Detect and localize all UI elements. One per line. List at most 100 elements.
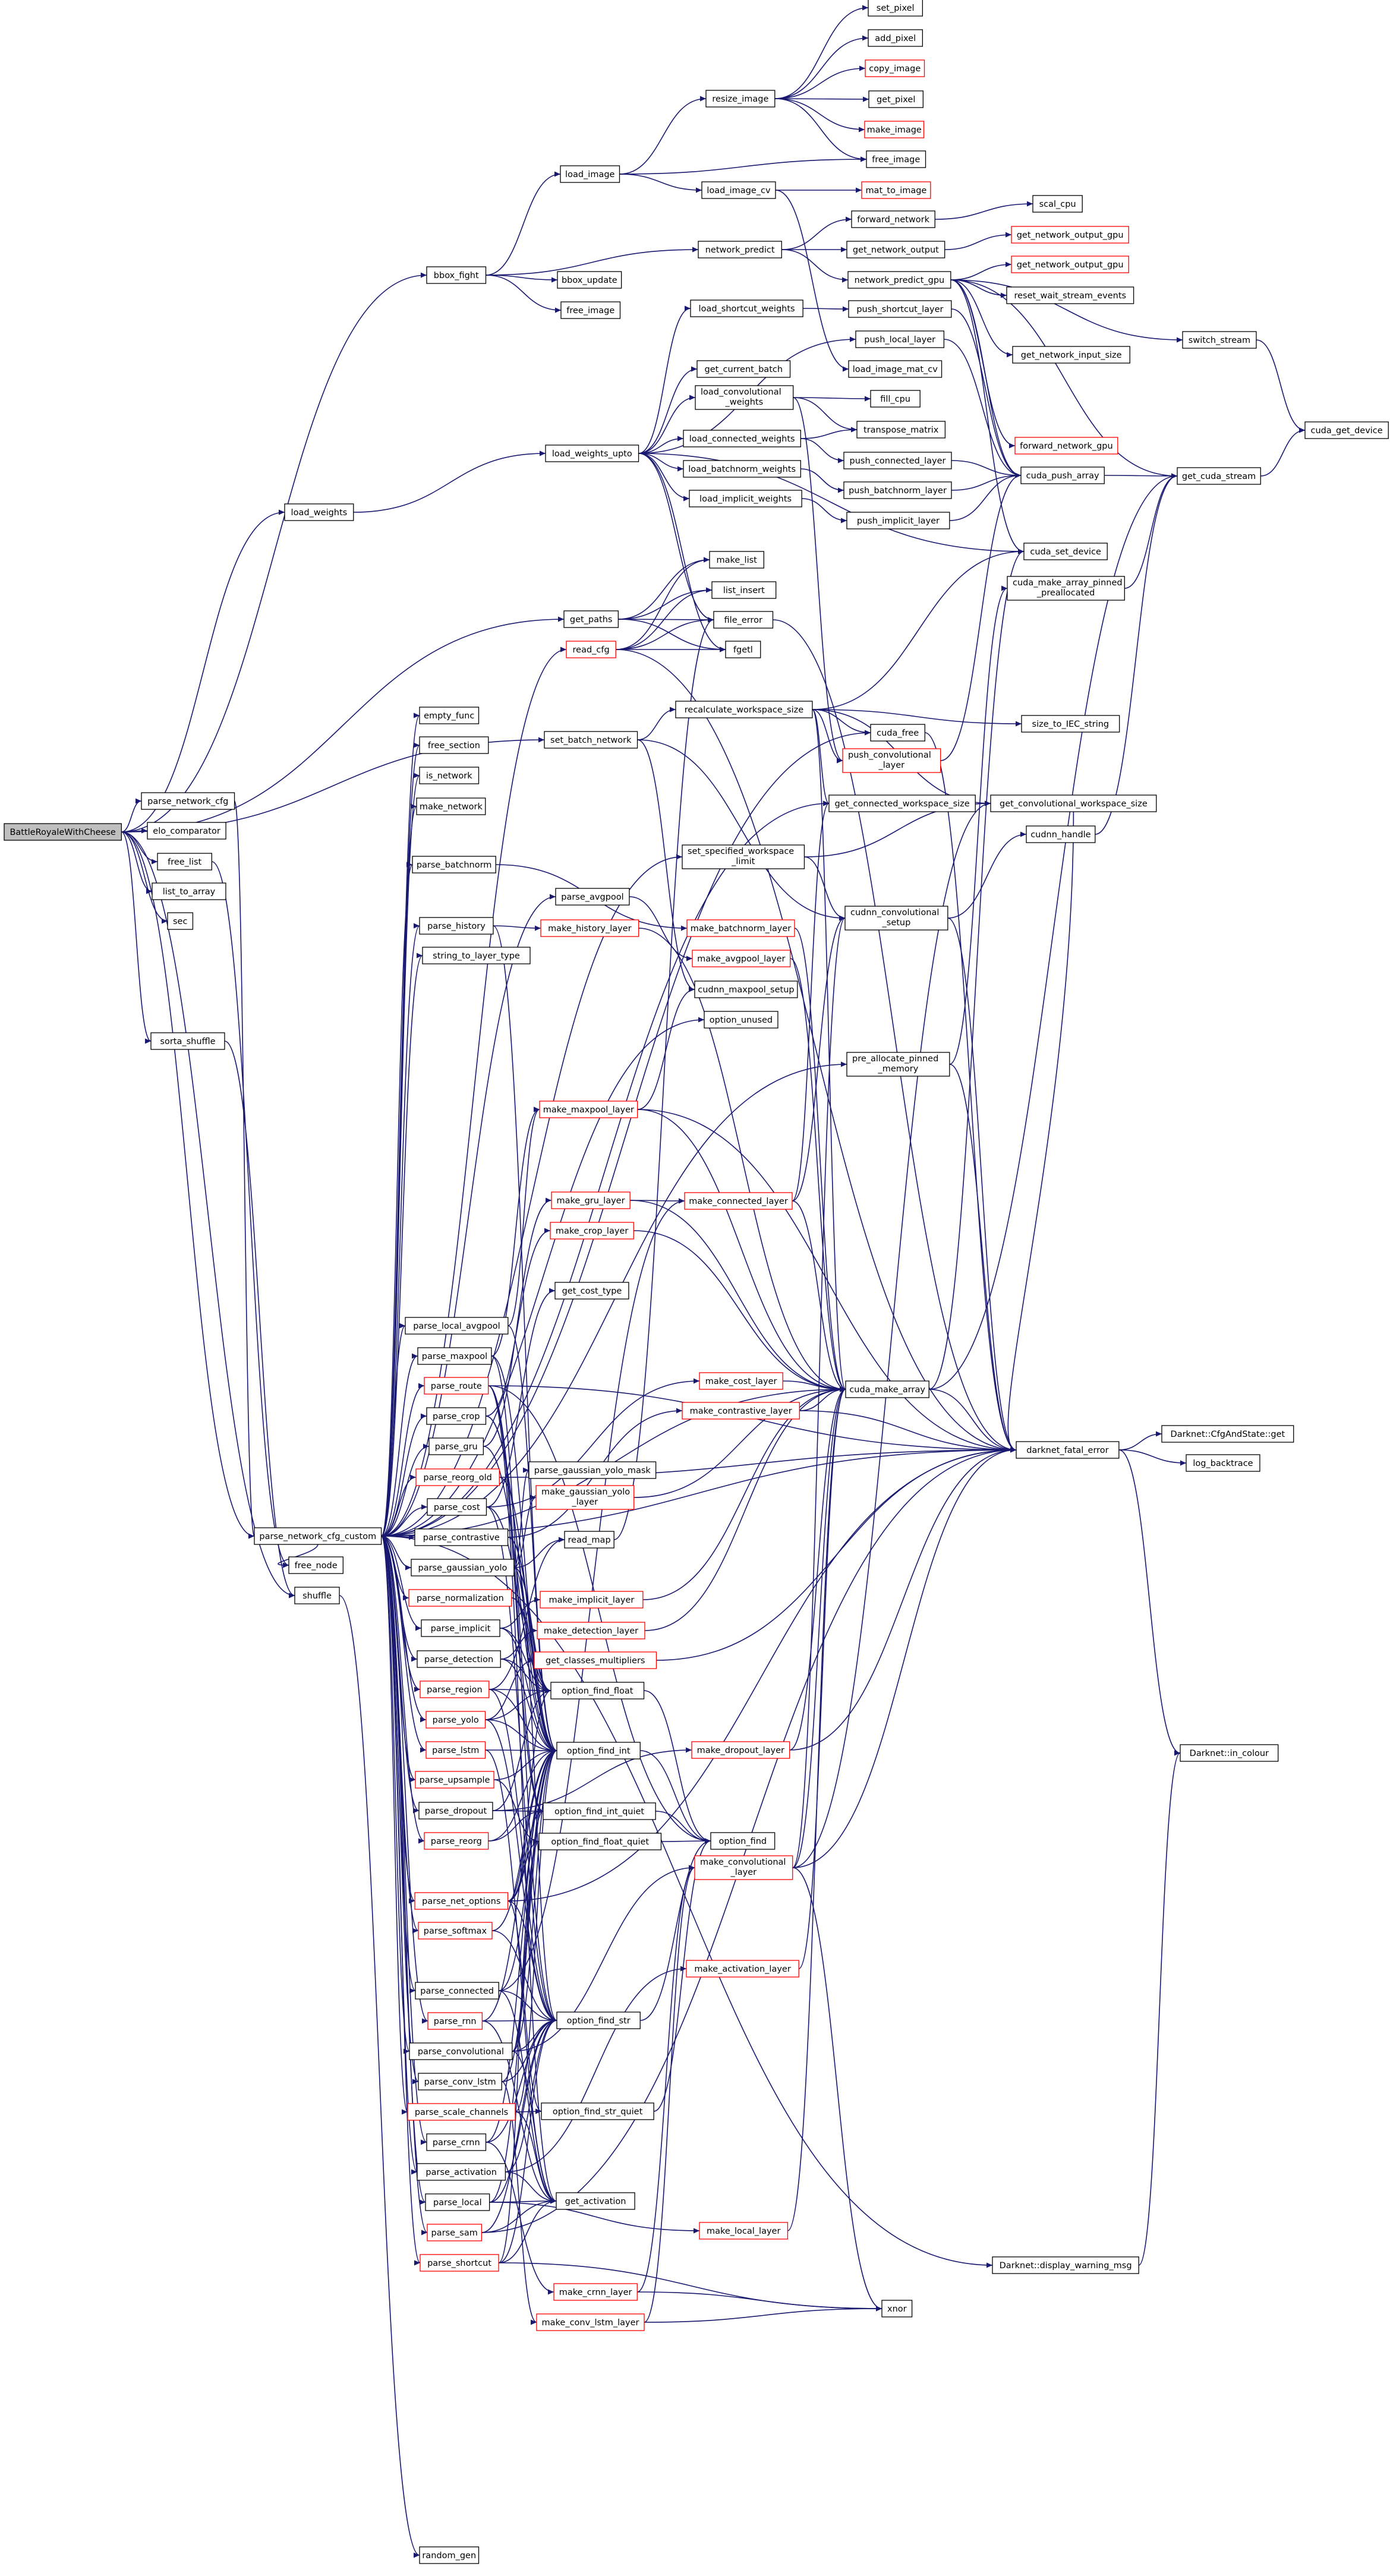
node-sec[interactable]: sec [167,912,194,930]
node-free-section[interactable]: free_section [419,736,489,754]
node-free-image-a[interactable]: free_image [560,301,621,319]
node-parse-contrastive[interactable]: parse_contrastive [414,1528,509,1546]
node-option-find-float[interactable]: option_find_float [550,1682,645,1700]
node-make-dropout-layer[interactable]: make_dropout_layer [691,1741,790,1759]
node-scal-cpu[interactable]: scal_cpu [1032,195,1083,213]
node-cuda-free[interactable]: cuda_free [870,724,925,742]
node-make-connected-layer[interactable]: make_connected_layer [684,1192,793,1210]
node-get-network-input-size[interactable]: get_network_input_size [1012,346,1130,364]
node-Darknet-CfgAndState-get[interactable]: Darknet::CfgAndState::get [1161,1425,1294,1443]
node-get-current-batch[interactable]: get_current_batch [696,360,791,378]
node-file-error[interactable]: file_error [713,611,774,629]
node-cuda-make-array[interactable]: cuda_make_array [845,1380,929,1398]
node-fgetl[interactable]: fgetl [725,641,761,658]
node-push-implicit-layer[interactable]: push_implicit_layer [846,512,950,529]
node-option-find-float-quiet[interactable]: option_find_float_quiet [538,1833,662,1850]
node-read-map[interactable]: read_map [564,1531,614,1549]
node-push-batchnorm-layer[interactable]: push_batchnorm_layer [843,481,952,499]
node-make-crop-layer[interactable]: make_crop_layer [550,1222,634,1240]
node-fill-cpu[interactable]: fill_cpu [870,390,921,408]
node-get-activation[interactable]: get_activation [556,2192,635,2210]
node-cuda-set-device[interactable]: cuda_set_device [1023,543,1108,560]
node-option-find-int[interactable]: option_find_int [556,1742,641,1760]
node-reset-wait-stream-events[interactable]: reset_wait_stream_events [1006,286,1134,304]
node-mat-to-image[interactable]: mat_to_image [861,181,931,199]
node-parse-crnn[interactable]: parse_crnn [426,2133,487,2151]
node-make-activation-layer[interactable]: make_activation_layer [686,1960,799,1978]
node-load-batchnorm-weights[interactable]: load_batchnorm_weights [683,460,801,478]
node-add-pixel[interactable]: add_pixel [868,29,923,47]
node-parse-batchnorm[interactable]: parse_batchnorm [412,856,496,874]
node-option-find-str-quiet[interactable]: option_find_str_quiet [541,2102,654,2120]
node-get-network-output[interactable]: get_network_output [846,241,945,258]
node-sorta-shuffle[interactable]: sorta_shuffle [150,1032,225,1050]
node-empty-func[interactable]: empty_func [419,707,480,724]
node-make-contrastive-layer[interactable]: make_contrastive_layer [682,1402,800,1420]
node-root[interactable]: BattleRoyaleWithCheese [4,823,122,841]
node-get-network-output-gpu-b[interactable]: get_network_output_gpu [1011,256,1129,273]
node-parse-route[interactable]: parse_route [424,1377,489,1395]
node-load-image[interactable]: load_image [560,165,620,183]
node-elo-comparator[interactable]: elo_comparator [147,822,226,840]
node-list-insert[interactable]: list_insert [711,581,777,599]
node-parse-implicit[interactable]: parse_implicit [421,1619,500,1637]
node-parse-cost[interactable]: parse_cost [427,1498,487,1516]
node-parse-local-avgpool[interactable]: parse_local_avgpool [405,1317,509,1335]
node-make-batchnorm-layer[interactable]: make_batchnorm_layer [686,919,795,937]
node-make-image[interactable]: make_image [864,121,925,138]
node-cudnn-maxpool-setup[interactable]: cudnn_maxpool_setup [694,980,798,998]
node-make-implicit-layer[interactable]: make_implicit_layer [540,1591,644,1609]
node-cuda-get-device[interactable]: cuda_get_device [1304,421,1389,439]
node-parse-dropout[interactable]: parse_dropout [418,1802,493,1820]
node-size-to-IEC-string[interactable]: size_to_IEC_string [1021,715,1120,733]
node-random-gen[interactable]: random_gen [419,2546,480,2564]
node-free-image-b[interactable]: free_image [866,150,926,168]
node-make-crnn-layer[interactable]: make_crnn_layer [553,2283,638,2301]
node-parse-convolutional[interactable]: parse_convolutional [409,2042,513,2060]
node-set-specified-workspace-limit[interactable]: set_specified_workspace_limit [682,844,805,869]
node-cuda-make-array-pinned-preallocated[interactable]: cuda_make_array_pinned_preallocated [1007,576,1125,601]
node-parse-gru[interactable]: parse_gru [428,1437,484,1455]
node-load-image-cv[interactable]: load_image_cv [701,181,776,199]
node-parse-gaussian-yolo-mask[interactable]: parse_gaussian_yolo_mask [528,1461,657,1479]
node-switch-stream[interactable]: switch_stream [1182,331,1257,349]
node-parse-sam[interactable]: parse_sam [427,2224,482,2241]
node-set-pixel[interactable]: set_pixel [868,0,923,17]
node-parse-normalization[interactable]: parse_normalization [408,1589,512,1607]
node-get-paths[interactable]: get_paths [563,610,619,628]
node-transpose-matrix[interactable]: transpose_matrix [856,421,946,439]
node-get-connected-workspace-size[interactable]: get_connected_workspace_size [828,794,976,812]
node-read-cfg[interactable]: read_cfg [566,641,616,658]
node-parse-upsample[interactable]: parse_upsample [415,1771,494,1789]
node-get-cuda-stream[interactable]: get_cuda_stream [1177,467,1261,485]
node-bbox-fight[interactable]: bbox_fight [426,266,487,284]
node-Darknet-in-colour[interactable]: Darknet::in_colour [1180,1744,1279,1762]
node-make-gru-layer[interactable]: make_gru_layer [551,1191,631,1209]
node-parse-network-cfg[interactable]: parse_network_cfg [141,792,235,810]
node-make-cost-layer[interactable]: make_cost_layer [699,1372,783,1390]
node-parse-reorg[interactable]: parse_reorg [424,1832,489,1850]
node-cudnn-handle[interactable]: cudnn_handle [1026,825,1096,843]
node-get-classes-multipliers[interactable]: get_classes_multipliers [534,1651,657,1669]
node-option-find-str[interactable]: option_find_str [556,2011,641,2029]
node-parse-yolo[interactable]: parse_yolo [425,1711,486,1729]
node-parse-history[interactable]: parse_history [419,917,494,935]
node-make-network[interactable]: make_network [416,797,486,815]
node-push-local-layer[interactable]: push_local_layer [855,330,945,348]
node-forward-network-gpu[interactable]: forward_network_gpu [1014,437,1118,455]
node-make-conv-lstm-layer[interactable]: make_conv_lstm_layer [536,2313,645,2331]
node-parse-rnn[interactable]: parse_rnn [427,2012,483,2030]
node-get-cost-type[interactable]: get_cost_type [554,1282,629,1300]
node-resize-image[interactable]: resize_image [705,90,776,108]
node-list-to-array[interactable]: list_to_array [152,882,226,900]
node-make-gaussian-yolo-layer[interactable]: make_gaussian_yolo_layer [535,1485,635,1510]
node-free-list[interactable]: free_list [157,853,212,871]
node-get-convolutional-workspace-size[interactable]: get_convolutional_workspace_size [990,794,1157,812]
node-make-list[interactable]: make_list [709,551,764,569]
node-load-implicit-weights[interactable]: load_implicit_weights [689,490,802,507]
node-darknet-fatal-error[interactable]: darknet_fatal_error [1016,1441,1120,1459]
node-make-history-layer[interactable]: make_history_layer [540,919,639,937]
node-load-connected-weights[interactable]: load_connected_weights [683,430,801,447]
node-load-weights-upto[interactable]: load_weights_upto [545,444,639,462]
node-make-avgpool-layer[interactable]: make_avgpool_layer [692,950,791,967]
